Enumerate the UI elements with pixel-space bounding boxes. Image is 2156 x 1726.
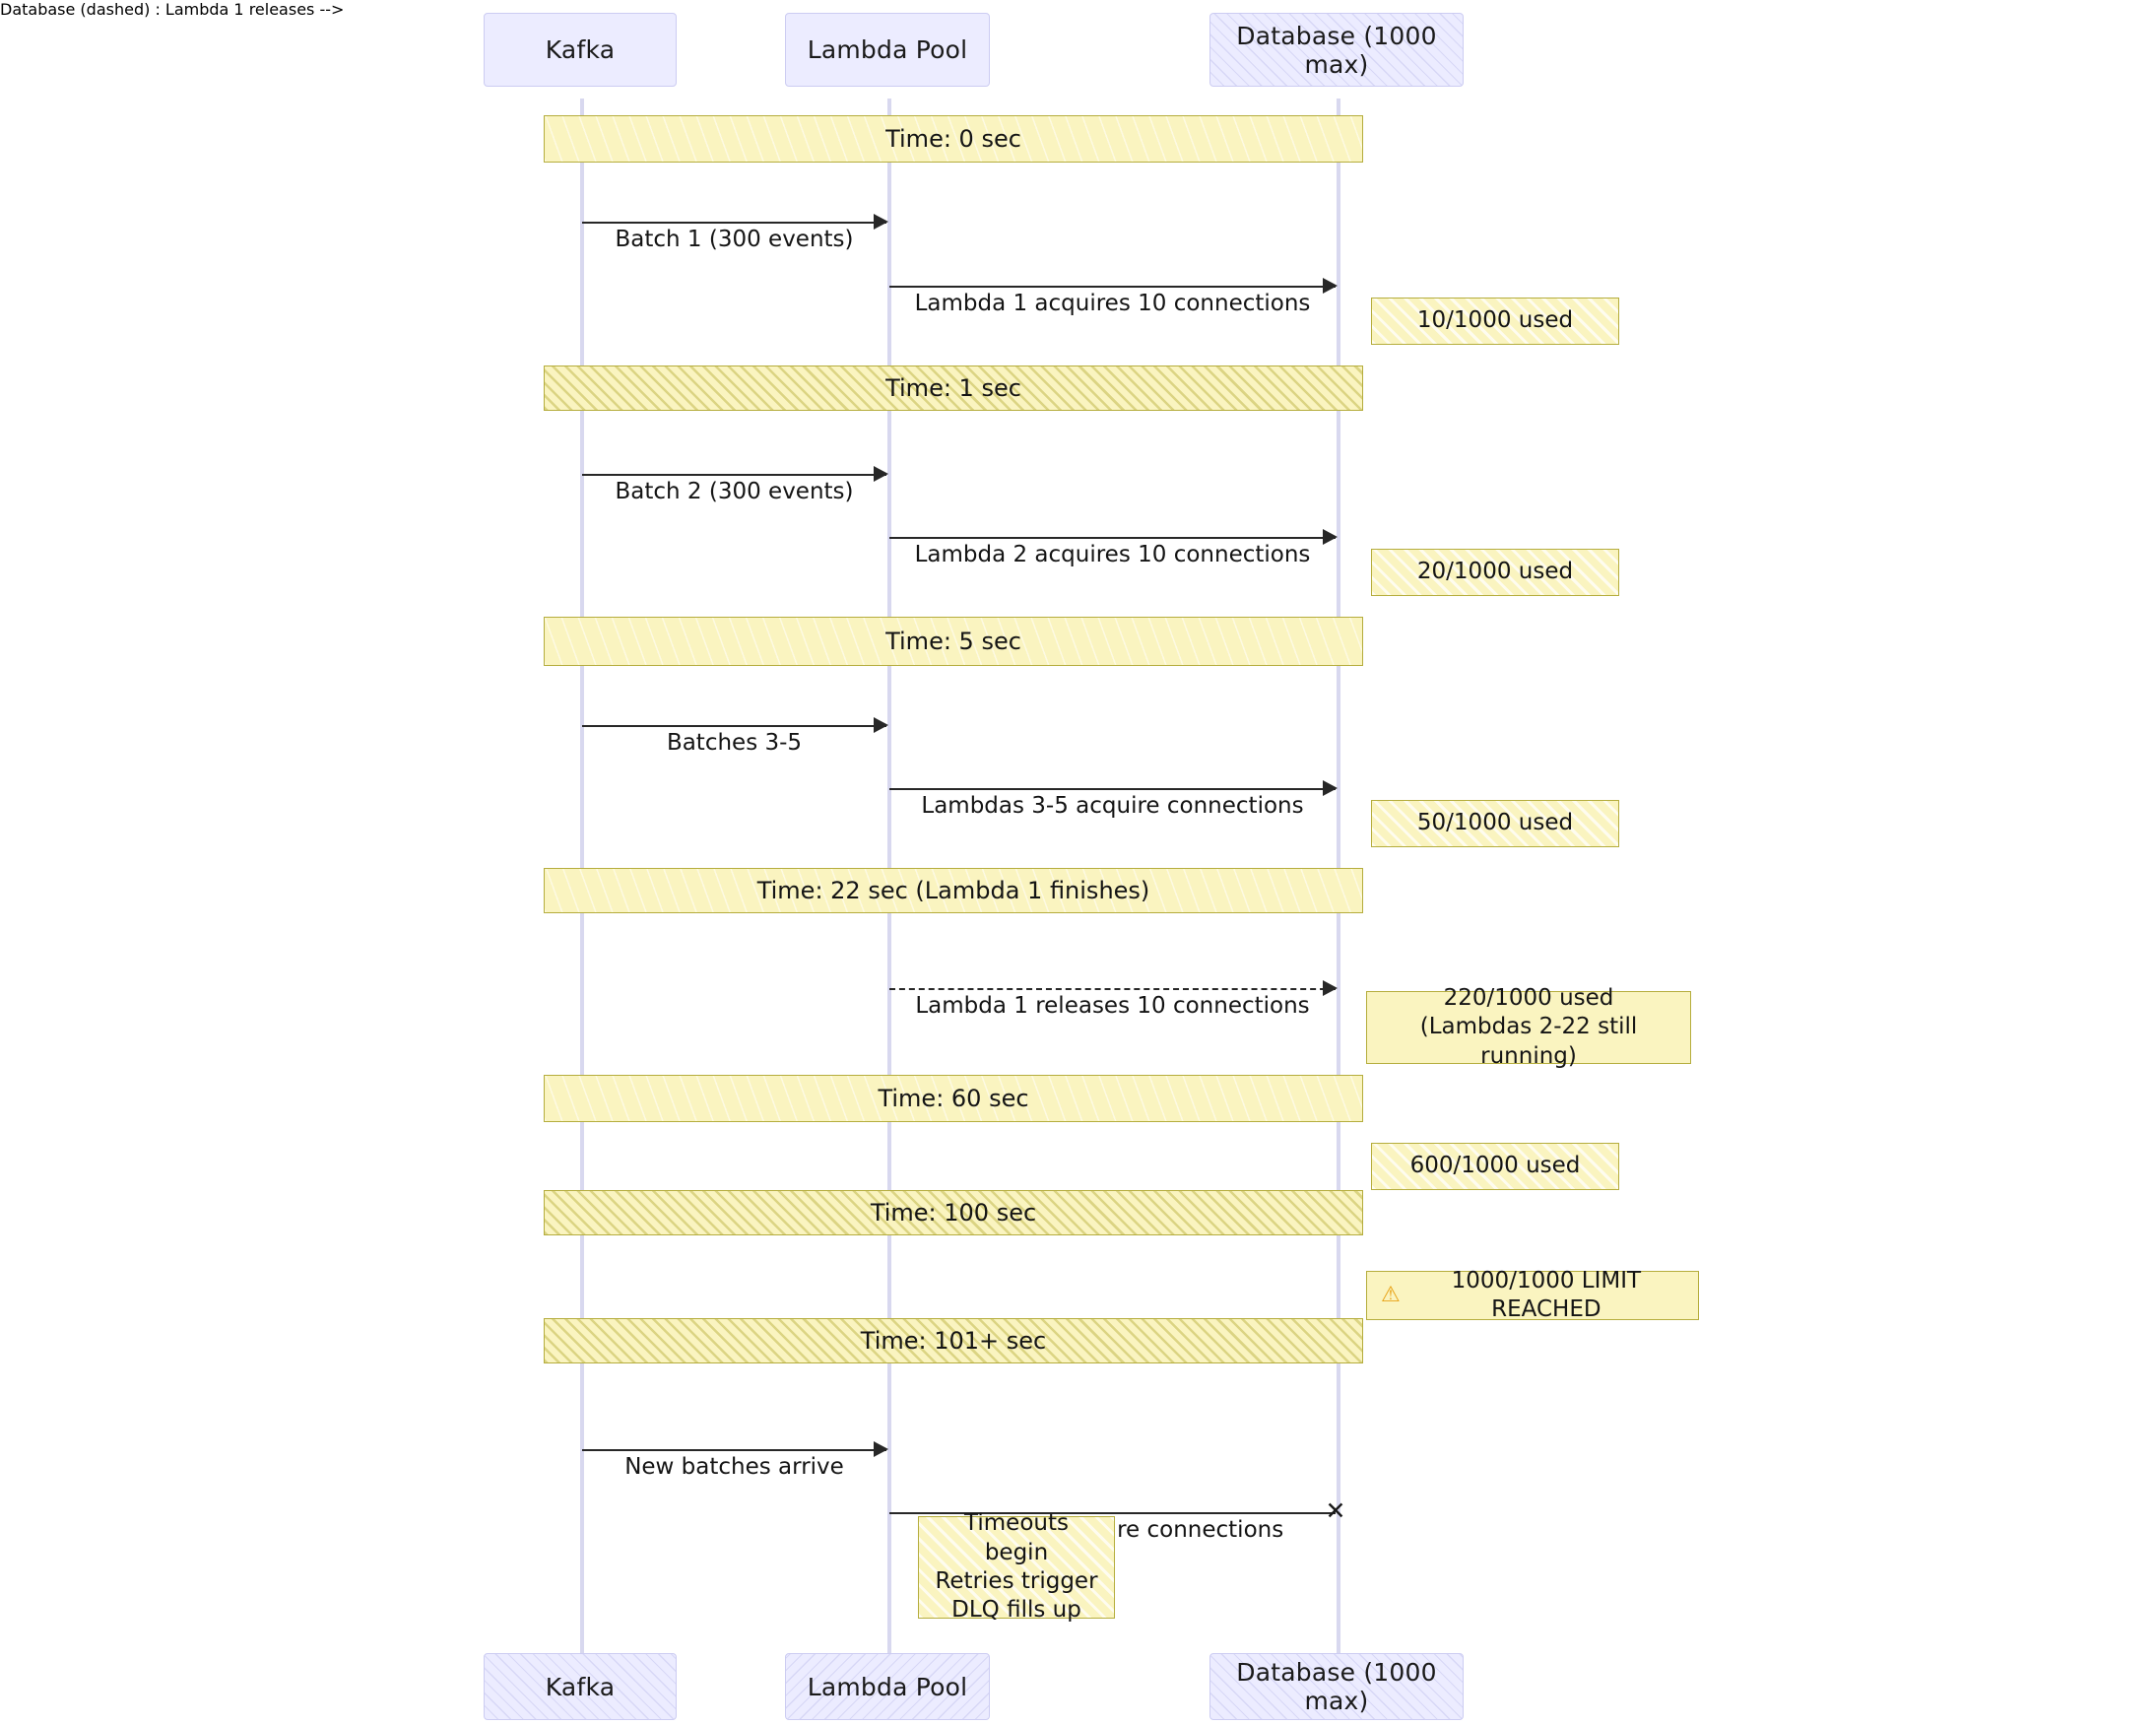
message-label: Batches 3-5 bbox=[666, 730, 803, 756]
message-lambda2-acquire[interactable]: Lambda 2 acquires 10 connections bbox=[889, 529, 1338, 576]
participant-kafka-bottom[interactable]: Kafka bbox=[484, 1653, 677, 1720]
participant-database-top[interactable]: Database (1000 max) bbox=[1209, 13, 1464, 87]
note-600-of-1000: 600/1000 used bbox=[1371, 1143, 1619, 1190]
message-label: Lambda 1 acquires 10 connections bbox=[914, 291, 1311, 316]
arrow-head-icon bbox=[874, 717, 888, 733]
arrow-head-icon bbox=[874, 214, 888, 230]
message-line bbox=[582, 725, 886, 727]
note-timeouts-retries-dlq: Timeouts begin Retries trigger DLQ fills… bbox=[918, 1510, 1115, 1623]
arrow-head-icon bbox=[1323, 980, 1338, 996]
arrow-head-icon bbox=[1323, 780, 1338, 796]
timebar-1-sec: Time: 1 sec bbox=[544, 365, 1363, 411]
timebar-label: Time: 22 sec (Lambda 1 finishes) bbox=[756, 877, 1150, 904]
timebar-label: Time: 0 sec bbox=[885, 125, 1021, 153]
participant-kafka-top[interactable]: Kafka bbox=[484, 13, 677, 87]
arrow-head-icon bbox=[874, 466, 888, 482]
message-new-batches[interactable]: New batches arrive bbox=[582, 1441, 888, 1489]
note-text: 20/1000 used bbox=[1416, 559, 1574, 585]
message-batch-2[interactable]: Batch 2 (300 events) bbox=[582, 466, 888, 513]
timebar-60-sec: Time: 60 sec bbox=[544, 1075, 1363, 1122]
message-batch-1[interactable]: Batch 1 (300 events) bbox=[582, 214, 888, 261]
participant-lambda-top[interactable]: Lambda Pool bbox=[785, 13, 990, 87]
message-label: Lambda 1 releases 10 connections bbox=[915, 993, 1310, 1019]
message-batches-3-5[interactable]: Batches 3-5 bbox=[582, 717, 888, 764]
note-text: 600/1000 used bbox=[1409, 1153, 1581, 1179]
timebar-label: Time: 60 sec bbox=[878, 1085, 1029, 1112]
timebar-100-sec: Time: 100 sec bbox=[544, 1190, 1363, 1235]
participant-label: Lambda Pool bbox=[807, 35, 968, 64]
timebar-label: Time: 5 sec bbox=[885, 628, 1021, 655]
note-10-of-1000: 10/1000 used bbox=[1371, 298, 1619, 345]
note-text: 10/1000 used bbox=[1416, 307, 1574, 334]
note-text-line-2: Retries trigger bbox=[935, 1568, 1098, 1594]
arrow-head-icon bbox=[1323, 278, 1338, 294]
note-text: 50/1000 used bbox=[1416, 810, 1574, 836]
arrow-head-icon bbox=[1323, 529, 1338, 545]
message-line bbox=[582, 222, 886, 224]
timebar-0-sec: Time: 0 sec bbox=[544, 115, 1363, 163]
message-line bbox=[582, 474, 886, 476]
timebar-label: Time: 100 sec bbox=[870, 1199, 1037, 1227]
participant-label: Kafka bbox=[545, 35, 616, 64]
participant-label: Database (1000 max) bbox=[1236, 21, 1437, 79]
message-line bbox=[889, 537, 1336, 539]
message-label: New batches arrive bbox=[624, 1454, 844, 1480]
timebar-label: Time: 1 sec bbox=[885, 374, 1021, 402]
message-label: Batch 1 (300 events) bbox=[615, 227, 854, 252]
message-label: Lambdas 3-5 acquire connections bbox=[921, 793, 1304, 819]
note-50-of-1000: 50/1000 used bbox=[1371, 800, 1619, 847]
participant-lambda-bottom[interactable]: Lambda Pool bbox=[785, 1653, 990, 1720]
message-lambda1-release[interactable]: Lambda 1 releases 10 connections bbox=[889, 980, 1338, 1028]
note-text-line-3: DLQ fills up bbox=[951, 1597, 1081, 1624]
message-line bbox=[889, 1512, 1336, 1514]
message-failed-cross-icon: ✕ bbox=[1325, 1496, 1346, 1525]
note-text-line-2: (Lambdas 2-22 still running) bbox=[1419, 1014, 1638, 1069]
note-text: 1000/1000 LIMIT REACHED bbox=[1451, 1267, 1642, 1322]
participant-label: Database (1000 max) bbox=[1236, 1658, 1437, 1715]
timebar-101-sec: Time: 101+ sec bbox=[544, 1318, 1363, 1363]
note-limit-reached: ⚠ 1000/1000 LIMIT REACHED bbox=[1366, 1268, 1699, 1322]
participant-database-bottom[interactable]: Database (1000 max) bbox=[1209, 1653, 1464, 1720]
message-line bbox=[582, 1449, 886, 1451]
note-20-of-1000: 20/1000 used bbox=[1371, 549, 1619, 596]
message-lambda1-acquire[interactable]: Lambda 1 acquires 10 connections bbox=[889, 278, 1338, 325]
message-line bbox=[889, 988, 1336, 990]
warning-icon: ⚠ bbox=[1381, 1282, 1401, 1307]
note-text-line-1: Timeouts begin bbox=[964, 1510, 1069, 1565]
message-label: Lambda 2 acquires 10 connections bbox=[914, 542, 1311, 567]
participant-label: Kafka bbox=[545, 1672, 616, 1701]
arrow-head-icon bbox=[874, 1441, 888, 1457]
message-lambdas-3-5-acquire[interactable]: Lambdas 3-5 acquire connections bbox=[889, 780, 1338, 828]
timebar-5-sec: Time: 5 sec bbox=[544, 617, 1363, 666]
timebar-22-sec: Time: 22 sec (Lambda 1 finishes) bbox=[544, 868, 1363, 913]
message-label: Batch 2 (300 events) bbox=[615, 479, 854, 504]
message-line bbox=[889, 286, 1336, 288]
message-line bbox=[889, 788, 1336, 790]
timebar-label: Time: 101+ sec bbox=[860, 1327, 1047, 1355]
note-220-of-1000: 220/1000 used (Lambdas 2-22 still runnin… bbox=[1366, 985, 1691, 1069]
note-text-line-1: 220/1000 used bbox=[1443, 984, 1614, 1011]
participant-label: Lambda Pool bbox=[807, 1672, 968, 1701]
